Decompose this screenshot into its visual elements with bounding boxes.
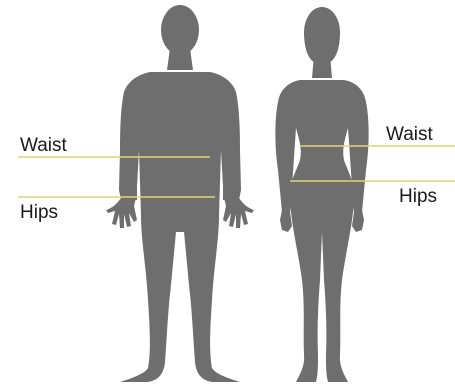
female-left-hand bbox=[280, 210, 292, 232]
male-left-hand bbox=[106, 198, 137, 228]
male-waist-label: Waist bbox=[20, 135, 68, 156]
male-right-hand bbox=[223, 198, 254, 228]
female-hips-label: Hips bbox=[399, 186, 437, 207]
female-right-hand bbox=[352, 210, 364, 232]
male-silhouette bbox=[106, 5, 254, 382]
female-silhouette bbox=[275, 7, 368, 382]
male-hips-label: Hips bbox=[20, 202, 58, 223]
female-waist-label: Waist bbox=[386, 124, 434, 145]
